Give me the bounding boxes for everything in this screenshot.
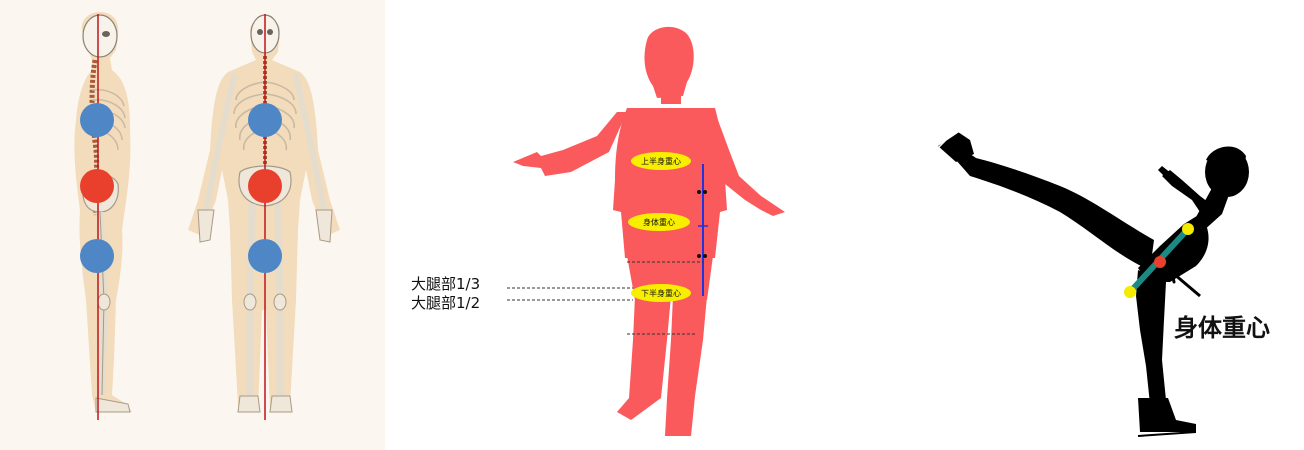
skater-center-label: 身体重心 — [1174, 314, 1270, 342]
lower-mass-marker — [248, 239, 282, 273]
body-center-label: 身体重心 — [643, 217, 675, 227]
upper-mass-marker — [80, 103, 114, 137]
lower-mass-marker — [80, 239, 114, 273]
arrow-icon — [1172, 272, 1200, 296]
upper-mass-marker — [248, 103, 282, 137]
upper-joint-marker — [1182, 223, 1194, 235]
center-of-mass-marker — [1154, 256, 1166, 268]
thigh-half-label: 大腿部1/2 — [411, 294, 480, 312]
skeleton-diagram — [0, 0, 385, 450]
silhouette-diagram: 上半身重心 身体重心 下半身重心 大腿部1/3 大腿部1/2 — [395, 0, 835, 450]
skater-diagram: 身体重心 — [900, 0, 1304, 450]
lower-joint-marker — [1124, 286, 1136, 298]
lower-body-center-label: 下半身重心 — [641, 288, 681, 298]
center-of-mass-marker — [80, 169, 114, 203]
thigh-third-label: 大腿部1/3 — [411, 275, 480, 293]
center-of-mass-marker — [248, 169, 282, 203]
upper-body-center-label: 上半身重心 — [641, 156, 681, 166]
